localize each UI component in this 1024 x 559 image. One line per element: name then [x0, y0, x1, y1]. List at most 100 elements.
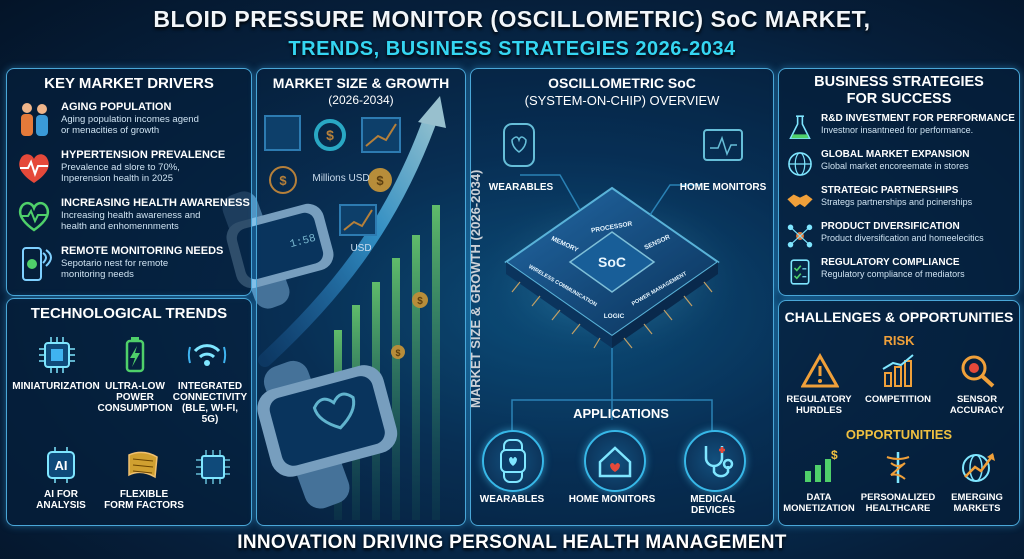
flexible-circuit-icon [128, 451, 158, 479]
processor-icon [196, 450, 230, 484]
driver-text: Aging population incomes agend or menaci… [61, 114, 199, 136]
driver-title: AGING POPULATION [61, 101, 172, 113]
driver-item: AGING POPULATION Aging population income… [15, 101, 245, 145]
tech-label-miniaturization: MINIATURIZATION [12, 381, 100, 392]
app-label-medical-devices: MEDICAL DEVICES [690, 494, 736, 516]
app-label-home-monitors: HOME MONITORS [568, 494, 656, 505]
driver-text: Sepotario nest for remote monitoring nee… [61, 258, 169, 280]
driver-title: HYPERTENSION PREVALENCE [61, 149, 226, 161]
svg-text:$: $ [326, 127, 334, 143]
tech-label-connectivity: INTEGRATED CONNECTIVITY (BLE, WI-FI, 5G) [172, 381, 248, 425]
magnifier-icon [961, 355, 995, 388]
svg-text:$: $ [279, 173, 287, 188]
app-wearables [482, 430, 544, 492]
strategy-item: GLOBAL MARKET EXPANSION Global market en… [785, 149, 1013, 193]
svg-text:$: $ [395, 348, 400, 358]
driver-title: REMOTE MONITORING NEEDS [61, 245, 224, 257]
strategy-text: Global market encoreemate in stores [821, 161, 969, 171]
globe-arrow-icon [962, 453, 995, 482]
strategy-text: Investnor insantneed for performance. [821, 125, 974, 135]
ai-chip-icon: AI [47, 447, 75, 483]
risk-heading: RISK [883, 333, 915, 348]
chip-block-memory: MEMORY [550, 235, 580, 254]
drivers-heading: KEY MARKET DRIVERS [44, 75, 214, 92]
driver-title: INCREASING HEALTH AWARENESS [61, 197, 250, 209]
strategy-title: R&D INVESTMENT FOR PERFORMANCE [821, 113, 1015, 124]
driver-text: Prevalence ad slore to 70%, Inperension … [61, 162, 180, 184]
strategy-title: PRODUCT DIVERSIFICATION [821, 221, 960, 232]
svg-text:$: $ [417, 296, 423, 307]
market-millions-label: Millions USD [312, 173, 370, 184]
wifi-icon [187, 344, 227, 366]
bar-chart-icon [882, 354, 914, 387]
strategy-item: R&D INVESTMENT FOR PERFORMANCE Investnor… [785, 113, 1015, 157]
soc-heading-2: (SYSTEM-ON-CHIP) OVERVIEW [524, 93, 720, 108]
remote-phone-icon [22, 247, 52, 281]
soc-home-monitors-label: HOME MONITORS [679, 182, 767, 193]
strategy-title: GLOBAL MARKET EXPANSION [821, 149, 970, 160]
strategy-item: STRATEGIC PARTNERSHIPS Strategs partners… [785, 185, 1013, 229]
elderly-couple-icon [21, 103, 48, 136]
risk-label-regulatory: REGULATORY HURDLES [786, 394, 852, 416]
footer-tagline: INNOVATION DRIVING PERSONAL HEALTH MANAG… [237, 532, 787, 553]
tech-panel: TECHNOLOGICAL TRENDS MINIATURIZATION ULT… [6, 298, 252, 526]
opp-label-emerging: EMERGING MARKETS [951, 492, 1003, 514]
app-medical-devices [684, 430, 746, 492]
chip-block-power: POWER MANAGEMENT [631, 271, 689, 308]
driver-item: REMOTE MONITORING NEEDS Sepotario nest f… [15, 245, 245, 289]
chip-block-wireless: WIRELESS COMMUNICATION [527, 264, 597, 308]
strategy-text: Regulatory compliance of mediators [821, 269, 965, 279]
risk-label-competition: COMPETITION [865, 394, 931, 405]
handshake-icon [787, 194, 813, 208]
svg-text:$: $ [376, 173, 384, 188]
svg-text:AI: AI [55, 458, 68, 473]
chip-icon [39, 337, 75, 373]
opp-label-data: DATA MONETIZATION [783, 492, 855, 514]
globe-icon [788, 152, 812, 176]
drivers-panel: KEY MARKET DRIVERS AGING POPULATION Agin… [6, 68, 252, 296]
stethoscope-icon [704, 446, 734, 478]
strategies-panel: BUSINESS STRATEGIES FOR SUCCESS R&D INVE… [778, 68, 1020, 296]
opp-label-personalized: PERSONALIZED HEALTHCARE [860, 492, 936, 514]
app-label-wearables: WEARABLES [479, 494, 545, 505]
chip-block-logic: LOGIC [604, 313, 625, 320]
strategy-item: PRODUCT DIVERSIFICATION Product diversif… [785, 221, 1013, 265]
smartwatch-icon [500, 439, 526, 483]
soc-chip [504, 186, 720, 349]
market-panel: MARKET SIZE & GROWTH (2026-2034) Million… [256, 68, 466, 526]
soc-home-monitor-icon [703, 129, 743, 161]
money-chart-icon: $ [805, 449, 838, 482]
heartbeat-icon [18, 201, 50, 232]
market-usd-label: USD [350, 243, 372, 254]
market-years: (2026-2034) [328, 93, 394, 107]
strategy-text: Product diversification and homeelecitic… [821, 233, 984, 243]
market-heading: MARKET SIZE & GROWTH [272, 75, 450, 91]
lab-flask-icon [789, 115, 811, 140]
driver-text: Increasing health awareness and health a… [61, 210, 201, 232]
tech-label-low-power: ULTRA-LOW POWER CONSUMPTION [97, 381, 173, 414]
tech-label-ai: AI FOR ANALYSIS [36, 489, 86, 511]
strategy-title: REGULATORY COMPLIANCE [821, 257, 960, 268]
strategies-heading-1: BUSINESS STRATEGIES [814, 74, 984, 90]
battery-icon [125, 337, 145, 373]
heart-pulse-icon [19, 154, 49, 183]
strategy-text: Strategs partnerships and pcinerships [821, 197, 973, 207]
driver-item: HYPERTENSION PREVALENCE Prevalence ad sl… [15, 149, 245, 193]
risk-label-sensor: SENSOR ACCURACY [949, 394, 1005, 416]
checklist-icon [790, 259, 810, 285]
caduceus-icon [886, 452, 910, 483]
strategy-title: STRATEGIC PARTNERSHIPS [821, 185, 959, 196]
chip-block-sensor: SENSOR [643, 234, 671, 252]
page-title: BLOID PRESSURE MONITOR (OSCILLOMETRIC) S… [153, 6, 871, 32]
home-heart-icon [598, 446, 632, 478]
chip-center-label: SoC [598, 254, 626, 270]
soc-wearable-icon [503, 123, 535, 167]
strategies-heading-2: FOR SUCCESS [846, 91, 952, 107]
driver-item: INCREASING HEALTH AWARENESS Increasing h… [15, 197, 250, 241]
market-mini-icons: $ $ $ [264, 115, 401, 236]
svg-text:$: $ [831, 449, 838, 462]
warning-icon [801, 353, 839, 388]
soc-heading-1: OSCILLOMETRIC SoC [548, 75, 696, 91]
applications-heading: APPLICATIONS [573, 406, 669, 421]
